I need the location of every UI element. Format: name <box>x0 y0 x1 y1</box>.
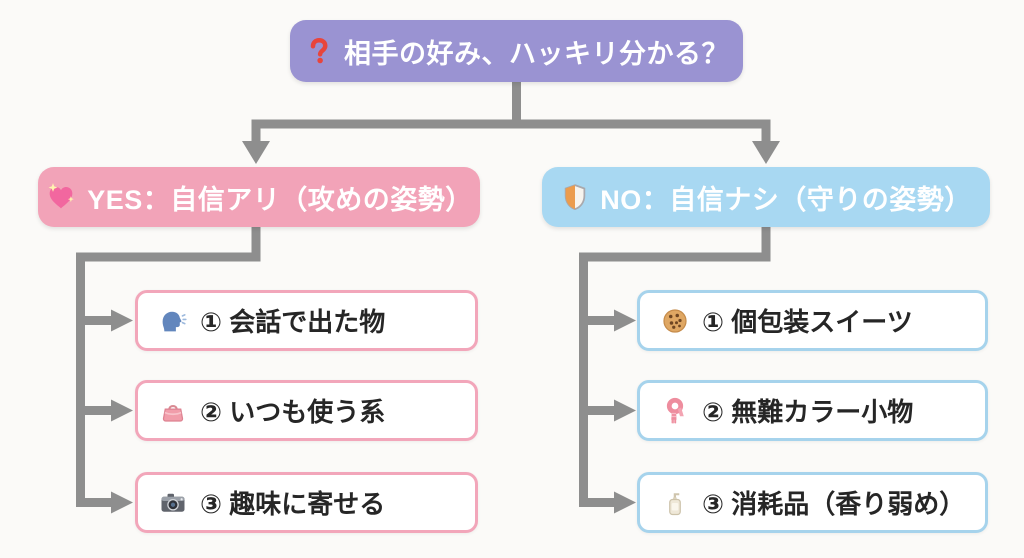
arrowhead-to-yes <box>242 141 270 164</box>
no-item-wrapped-sweets: ① 個包装スイーツ <box>637 290 988 351</box>
branch-node-no: NO：自信ナシ（守りの姿勢） <box>542 167 990 227</box>
connector-root-split <box>242 82 780 164</box>
arrowhead-yes-item-3 <box>111 491 133 514</box>
arrowhead-no-item-1 <box>614 309 636 332</box>
sparkling-heart-icon <box>48 183 75 209</box>
yes-item-everyday-use-label: ② いつも使う系 <box>200 397 386 427</box>
scarf-icon <box>666 397 684 423</box>
camera-icon <box>161 493 185 512</box>
branch-no-label: NO：自信ナシ（守りの姿勢） <box>600 184 972 215</box>
cookie-icon <box>663 308 687 333</box>
yes-item-everyday-use: ② いつも使う系 <box>135 380 478 441</box>
no-item-wrapped-sweets-label: ① 個包装スイーツ <box>702 307 913 337</box>
arrowhead-no-item-2 <box>614 399 636 422</box>
no-item-consumables: ③ 消耗品（香り弱め） <box>637 472 988 533</box>
root-question-node: 相手の好み、ハッキリ分かる？ <box>290 20 743 82</box>
shield-icon <box>565 184 586 211</box>
branch-yes-label: YES：自信アリ（攻めの姿勢） <box>87 184 473 215</box>
arrowhead-to-no <box>752 141 780 164</box>
root-question-label: 相手の好み、ハッキリ分かる？ <box>344 38 729 69</box>
arrowhead-yes-item-1 <box>111 309 133 332</box>
connector-no-branch <box>579 227 771 514</box>
handbag-icon <box>162 404 184 422</box>
yes-item-hobby: ③ 趣味に寄せる <box>135 472 478 533</box>
question-mark-icon <box>310 37 328 64</box>
no-item-neutral-color-accessory-label: ② 無難カラー小物 <box>702 397 914 427</box>
no-item-consumables-label: ③ 消耗品（香り弱め） <box>702 489 966 519</box>
speaking-head-icon <box>162 311 187 331</box>
connector-yes-branch <box>76 227 261 514</box>
arrowhead-no-item-3 <box>614 491 636 514</box>
yes-item-hobby-label: ③ 趣味に寄せる <box>200 489 386 519</box>
arrowhead-yes-item-2 <box>111 399 133 422</box>
lotion-bottle-icon <box>669 492 681 515</box>
branch-node-yes: YES：自信アリ（攻めの姿勢） <box>38 167 480 227</box>
yes-item-conversation-label: ① 会話で出た物 <box>200 307 386 337</box>
yes-item-conversation: ① 会話で出た物 <box>135 290 478 351</box>
no-item-neutral-color-accessory: ② 無難カラー小物 <box>637 380 988 441</box>
